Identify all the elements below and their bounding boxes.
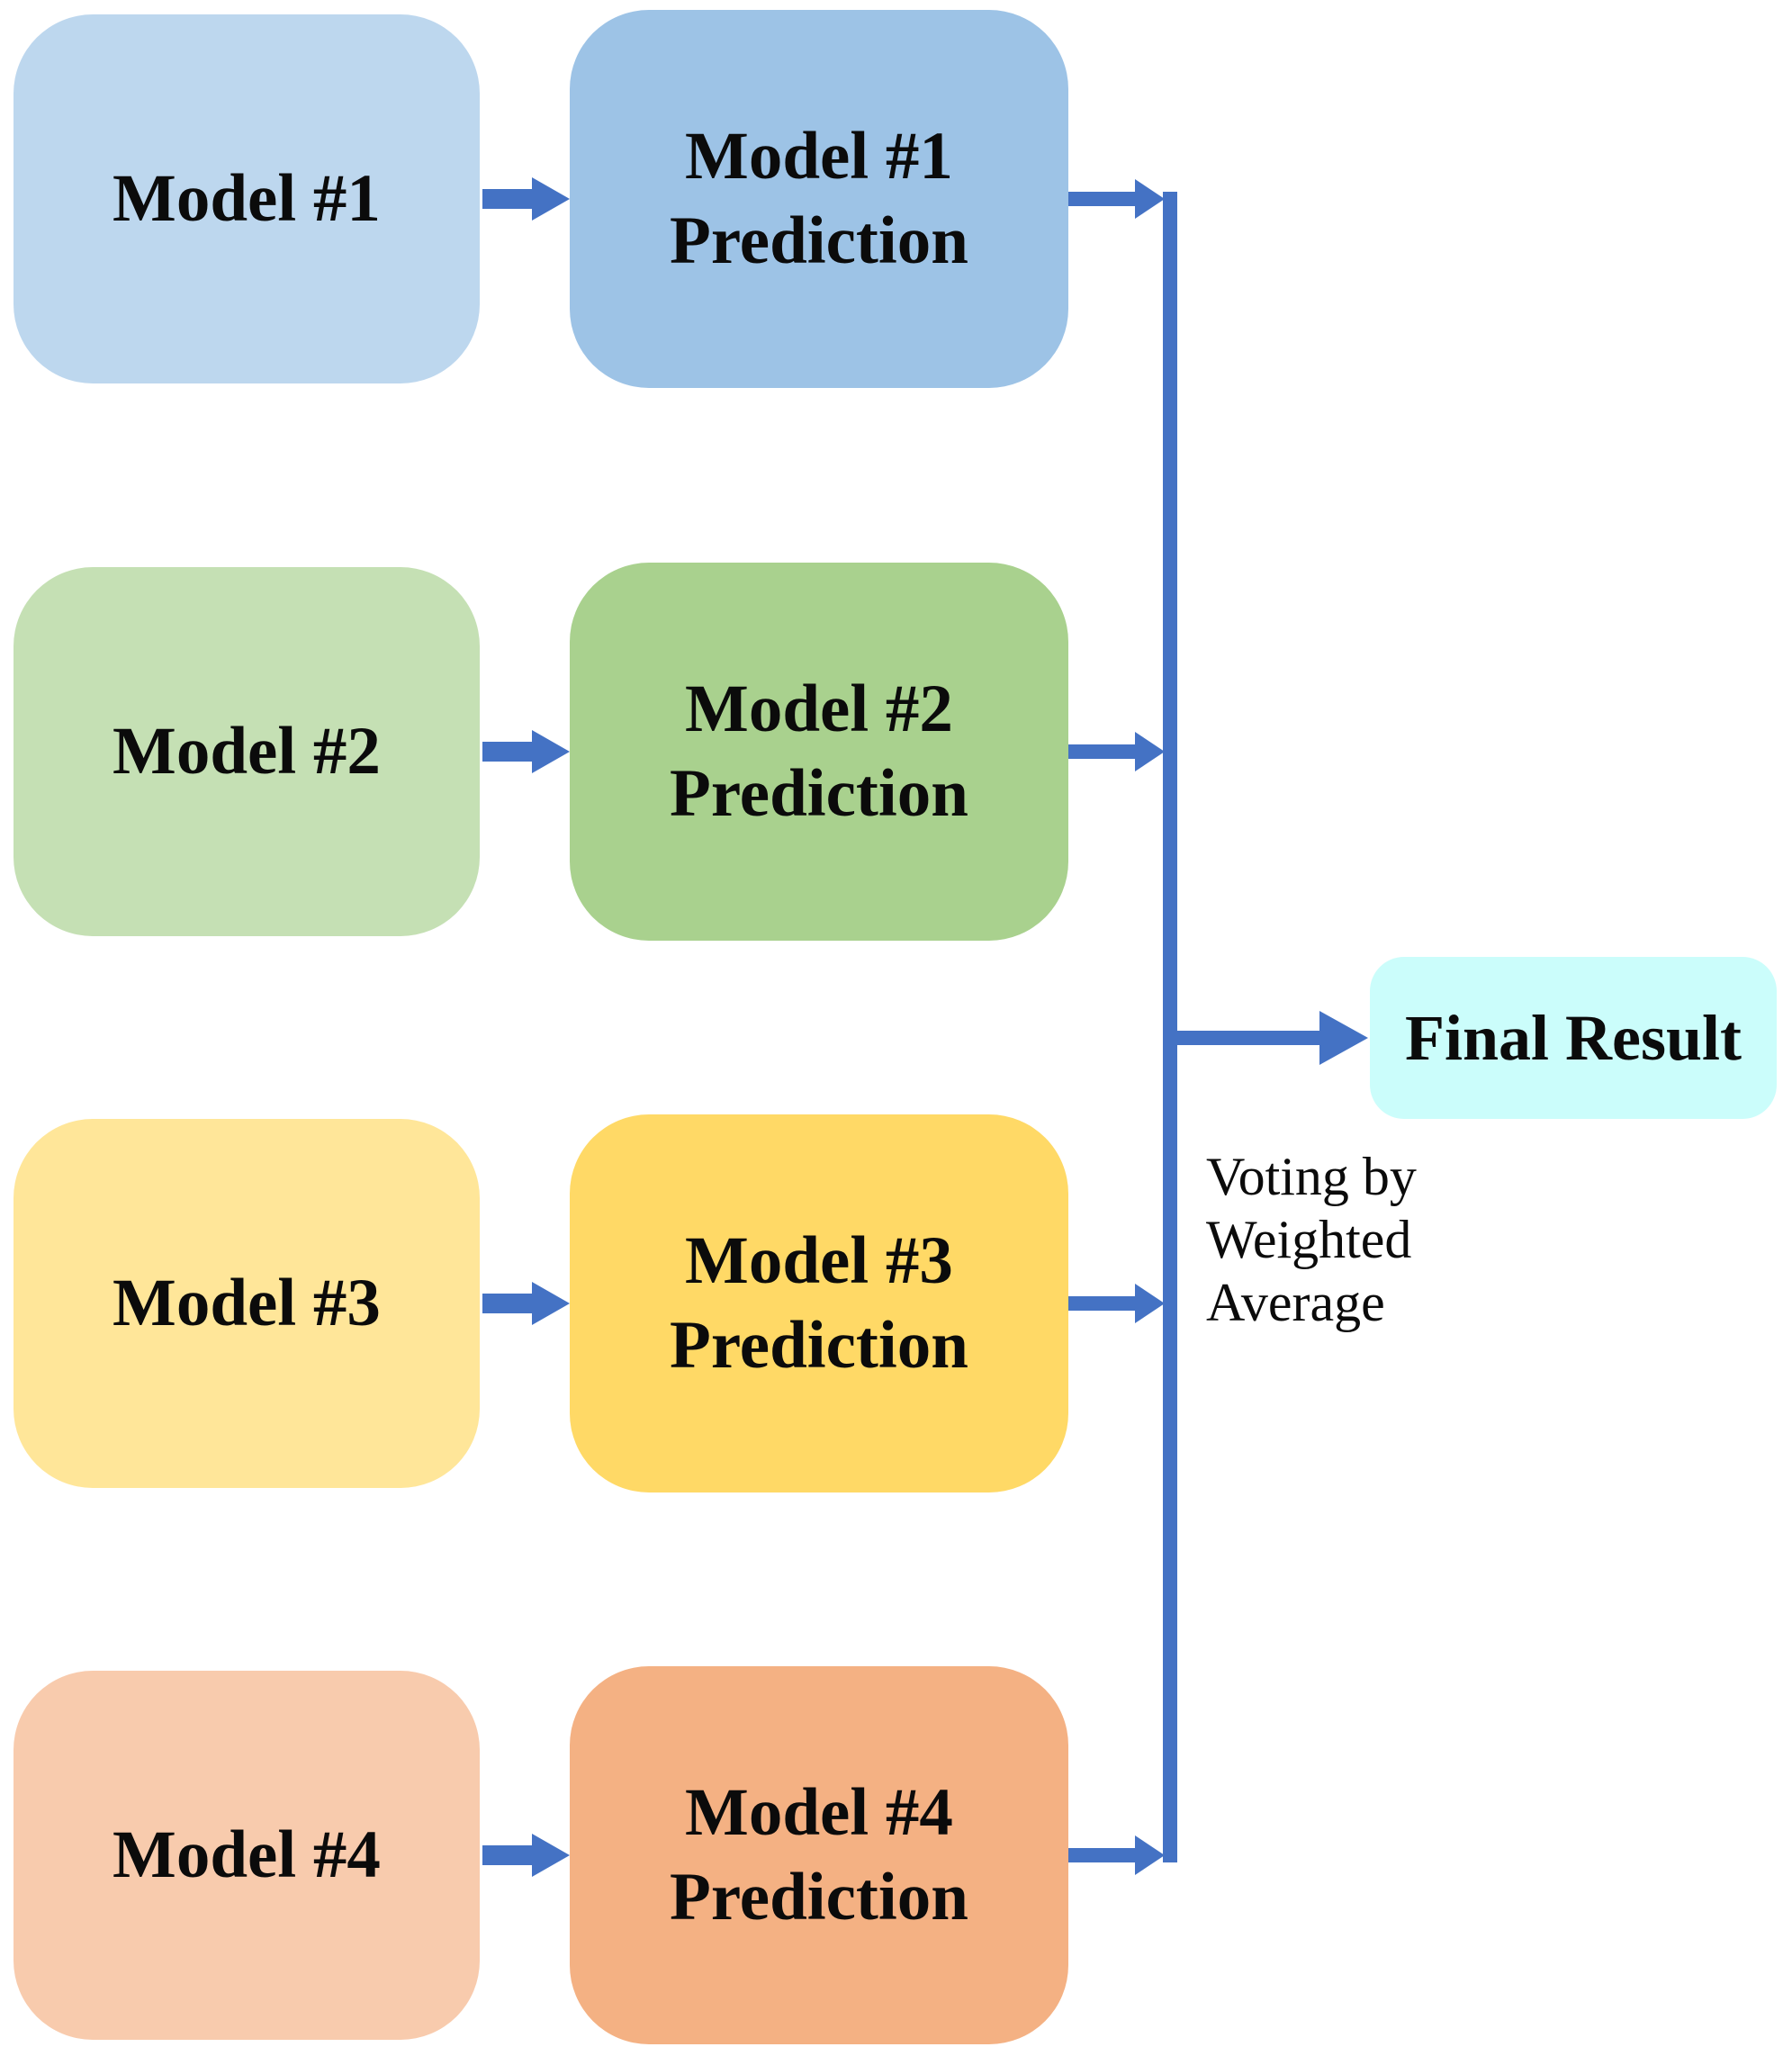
model-3-box: Model #3 — [14, 1119, 480, 1488]
prediction-4-label: Model #4 Prediction — [670, 1775, 968, 1934]
arrow-model-1-to-prediction-head-icon — [532, 177, 570, 221]
arrow-prediction-4-to-bus-shaft — [1068, 1848, 1137, 1862]
model-1-box: Model #1 — [14, 14, 480, 383]
arrow-prediction-3-to-bus-head-icon — [1135, 1284, 1165, 1323]
model-1-label: Model #1 — [113, 161, 381, 237]
arrow-prediction-4-to-bus-head-icon — [1135, 1835, 1165, 1875]
arrow-model-1-to-prediction-shaft — [482, 189, 533, 209]
arrow-model-3-to-prediction-head-icon — [532, 1282, 570, 1325]
prediction-4-box: Model #4 Prediction — [570, 1666, 1068, 2044]
arrow-model-2-to-prediction-shaft — [482, 742, 533, 762]
final-result-label: Final Result — [1404, 1001, 1742, 1074]
arrow-bus-to-final-result-shaft — [1177, 1031, 1321, 1045]
model-4-box: Model #4 — [14, 1671, 480, 2040]
arrow-prediction-2-to-bus-shaft — [1068, 744, 1137, 759]
final-result-box: Final Result — [1370, 957, 1777, 1119]
arrow-bus-to-final-result-head-icon — [1319, 1011, 1368, 1065]
prediction-2-box: Model #2 Prediction — [570, 563, 1068, 941]
prediction-3-box: Model #3 Prediction — [570, 1114, 1068, 1492]
prediction-1-box: Model #1 Prediction — [570, 10, 1068, 388]
prediction-3-label: Model #3 Prediction — [670, 1223, 968, 1383]
voting-annotation: Voting by Weighted Average — [1206, 1147, 1417, 1332]
arrow-prediction-1-to-bus-head-icon — [1135, 179, 1165, 219]
prediction-1-label: Model #1 Prediction — [670, 119, 968, 278]
arrow-prediction-3-to-bus-shaft — [1068, 1296, 1137, 1311]
voting-bus-line — [1163, 192, 1177, 1862]
model-3-label: Model #3 — [113, 1266, 381, 1341]
model-2-box: Model #2 — [14, 567, 480, 936]
arrow-model-2-to-prediction-head-icon — [532, 730, 570, 773]
arrow-model-3-to-prediction-shaft — [482, 1294, 533, 1313]
arrow-prediction-1-to-bus-shaft — [1068, 192, 1137, 206]
arrow-model-4-to-prediction-shaft — [482, 1845, 533, 1865]
model-4-label: Model #4 — [113, 1817, 381, 1893]
arrow-model-4-to-prediction-head-icon — [532, 1834, 570, 1877]
arrow-prediction-2-to-bus-head-icon — [1135, 732, 1165, 771]
prediction-2-label: Model #2 Prediction — [670, 672, 968, 831]
model-2-label: Model #2 — [113, 714, 381, 789]
